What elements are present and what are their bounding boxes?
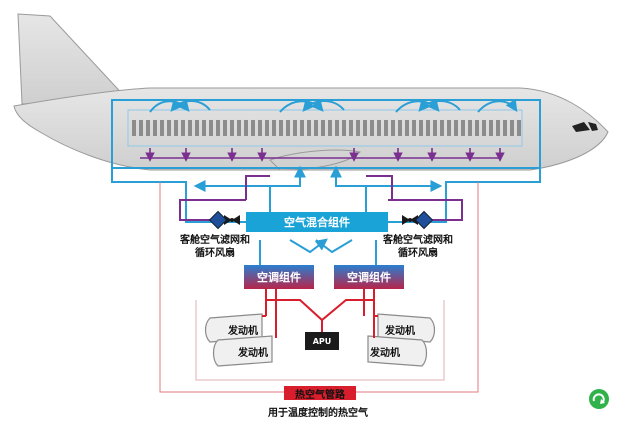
- overhead-bin-slat: [377, 120, 381, 136]
- filter-fan-label-left: 客舱空气滤网和 循环风扇: [180, 234, 250, 260]
- overhead-bin-slat: [153, 120, 157, 136]
- overhead-bin-slat: [503, 120, 507, 136]
- circular-arrow-logo: [589, 389, 609, 409]
- cabin-circulation-arrows: [149, 98, 518, 113]
- hot-air-duct-label: 热空气管路: [295, 389, 345, 401]
- overhead-bin-slat: [307, 120, 311, 136]
- overhead-bin-slat: [468, 120, 472, 136]
- hot-air-duct: 热空气管路: [284, 386, 356, 401]
- overhead-bin-slat: [286, 120, 290, 136]
- overhead-bin-slat: [146, 120, 150, 136]
- overhead-bin-slat: [293, 120, 297, 136]
- overhead-bin-slat: [510, 120, 514, 136]
- filter-fan-label-line2: 循环风扇: [195, 248, 235, 259]
- overhead-bin-slat: [230, 120, 234, 136]
- overhead-bin-slat: [496, 120, 500, 136]
- cabin-inner-duct: [127, 109, 523, 147]
- overhead-bin-slat: [342, 120, 346, 136]
- overhead-bins: [132, 120, 521, 136]
- pack-right-label: 空调组件: [347, 271, 391, 284]
- overhead-bin-slat: [405, 120, 409, 136]
- cockpit-window: [572, 122, 590, 132]
- fan-icon: [402, 215, 418, 225]
- overhead-bin-slat: [167, 120, 171, 136]
- overhead-bin-slat: [244, 120, 248, 136]
- overhead-bin-slat: [349, 120, 353, 136]
- overhead-bin-slat: [237, 120, 241, 136]
- engine-label-right-upper: 发动机: [385, 326, 415, 337]
- overhead-bin-slat: [440, 120, 444, 136]
- air-conditioning-pack-right: 空调组件: [334, 265, 404, 289]
- overhead-bin-slat: [384, 120, 388, 136]
- engine-label-left-lower: 发动机: [238, 348, 268, 359]
- air-mixing-unit: 空气混合组件: [246, 212, 388, 232]
- overhead-bin-slat: [370, 120, 374, 136]
- overhead-bin-slat: [482, 120, 486, 136]
- overhead-bin-slat: [188, 120, 192, 136]
- overhead-bin-slat: [412, 120, 416, 136]
- overhead-bin-slat: [356, 120, 360, 136]
- overhead-bin-slat: [132, 120, 136, 136]
- overhead-bin-slat: [454, 120, 458, 136]
- pack-left-label: 空调组件: [257, 271, 301, 284]
- overhead-bin-slat: [202, 120, 206, 136]
- overhead-bin-slat: [517, 120, 521, 136]
- overhead-bin-slat: [258, 120, 262, 136]
- filter-diamond-icon: [208, 210, 228, 230]
- engine-label-left-upper: 发动机: [228, 326, 258, 337]
- overhead-bin-slat: [475, 120, 479, 136]
- overhead-bin-slat: [223, 120, 227, 136]
- overhead-bin-slat: [265, 120, 269, 136]
- overhead-bin-slat: [321, 120, 325, 136]
- recirculation-drops: [140, 148, 505, 162]
- overhead-bin-slat: [461, 120, 465, 136]
- overhead-bin-slat: [251, 120, 255, 136]
- filter-fan-label-line1: 客舱空气滤网和: [180, 235, 250, 246]
- overhead-bin-slat: [489, 120, 493, 136]
- overhead-bin-slat: [272, 120, 276, 136]
- engine-label-right-lower: 发动机: [370, 348, 400, 359]
- overhead-bin-slat: [209, 120, 213, 136]
- air-mixing-unit-label: 空气混合组件: [284, 216, 350, 229]
- overhead-bin-slat: [363, 120, 367, 136]
- bleed-air-lines: [262, 289, 378, 338]
- apu-box: APU: [305, 332, 339, 350]
- filter-fan-label-right: 客舱空气滤网和 循环风扇: [383, 234, 453, 260]
- overhead-bin-slat: [181, 120, 185, 136]
- hot-air-frame: [159, 182, 479, 393]
- overhead-bin-slat: [279, 120, 283, 136]
- overhead-bin-slat: [433, 120, 437, 136]
- engine-nacelles: [204, 313, 436, 367]
- filter-fan-label-line1: 客舱空气滤网和: [383, 235, 453, 246]
- overhead-bin-slat: [419, 120, 423, 136]
- overhead-bin-slat: [160, 120, 164, 136]
- recirculation-loops: [179, 175, 463, 221]
- filter-fan-label-line2: 循环风扇: [398, 248, 438, 259]
- overhead-bin-slat: [391, 120, 395, 136]
- fan-icon: [224, 215, 240, 225]
- filter-diamond-icon: [414, 210, 434, 230]
- overhead-bin-slat: [335, 120, 339, 136]
- overhead-bin-slat: [426, 120, 430, 136]
- inner-frame: [195, 300, 445, 381]
- overhead-bin-slat: [195, 120, 199, 136]
- overhead-bin-slat: [300, 120, 304, 136]
- overhead-bin-slat: [216, 120, 220, 136]
- overhead-bin-slat: [447, 120, 451, 136]
- tail-fin: [17, 13, 130, 105]
- apu-label: APU: [312, 336, 332, 346]
- overhead-bin-slat: [398, 120, 402, 136]
- overhead-bin-slat: [328, 120, 332, 136]
- overhead-bin-slat: [174, 120, 178, 136]
- cockpit-window: [588, 122, 598, 131]
- air-conditioning-pack-left: 空调组件: [244, 265, 314, 289]
- overhead-bin-slat: [314, 120, 318, 136]
- overhead-bin-slat: [139, 120, 143, 136]
- hot-air-caption: 用于温度控制的热空气: [268, 408, 368, 419]
